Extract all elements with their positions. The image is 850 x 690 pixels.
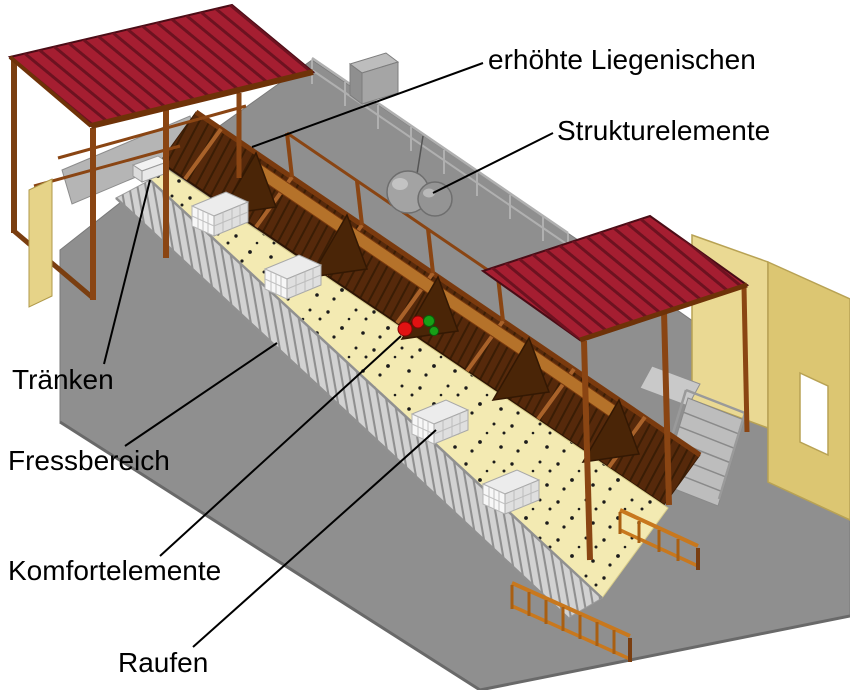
roof-left	[7, 3, 316, 129]
leader-lines	[103, 62, 554, 648]
comfort-balls	[397, 315, 439, 337]
label-strukturelemente: Strukturelemente	[557, 115, 771, 146]
leader-strukturelemente	[432, 132, 554, 194]
roof-right	[480, 214, 750, 561]
shelter-frame-left	[11, 60, 247, 308]
leader-liegenischen	[251, 62, 484, 148]
water-trough	[131, 155, 169, 183]
orange-fence-short	[618, 508, 700, 570]
yellow-panel-left	[28, 178, 53, 308]
label-komfortelemente: Komfortelemente	[8, 555, 222, 586]
orange-fences	[510, 508, 700, 662]
structure-spheres	[386, 135, 453, 217]
leader-raufen	[192, 429, 437, 648]
roof-support-posts	[285, 132, 505, 322]
label-raufen: Raufen	[118, 647, 209, 678]
leader-komfortelemente	[159, 335, 402, 557]
doorway	[799, 371, 829, 457]
label-traenken: Tränken	[12, 364, 114, 395]
orange-fence-long	[510, 581, 632, 662]
label-liegenischen: erhöhte Liegenischen	[488, 44, 756, 75]
feeding-fence	[115, 179, 603, 619]
leader-fressbereich	[124, 342, 278, 447]
wall-top-beam	[194, 109, 702, 458]
leader-traenken	[103, 179, 151, 365]
label-fressbereich: Fressbereich	[8, 445, 170, 476]
elevated-lying-niches	[218, 151, 641, 463]
